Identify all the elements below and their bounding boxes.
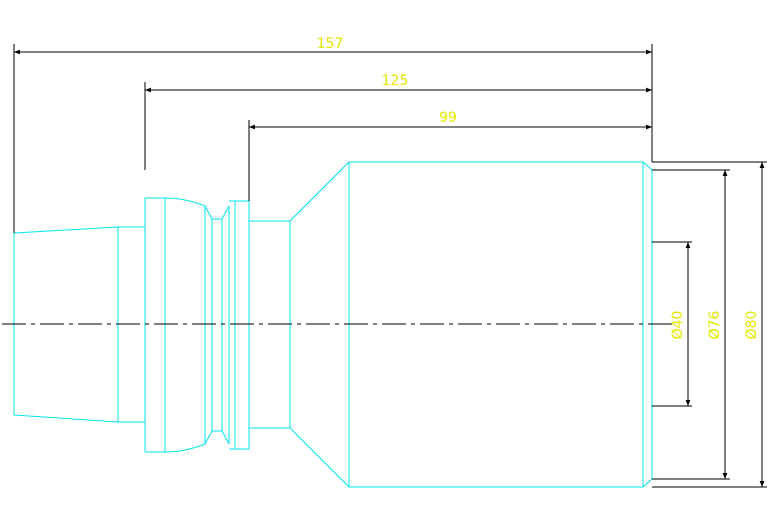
dim-text-157: 157 bbox=[317, 36, 344, 52]
horizontal-dimensions bbox=[14, 49, 652, 130]
dim-text-dia76: Ø76 bbox=[707, 310, 723, 339]
cone-transition bbox=[289, 161, 350, 488]
collar bbox=[144, 197, 206, 453]
dim-text-dia40: Ø40 bbox=[670, 311, 686, 340]
dim-text-dia80: Ø80 bbox=[744, 311, 760, 340]
dim-text-125: 125 bbox=[382, 73, 409, 89]
tapered-nose bbox=[13, 226, 145, 423]
dim-text-99: 99 bbox=[439, 110, 457, 126]
groove-section bbox=[204, 200, 250, 450]
extension-lines bbox=[13, 44, 767, 488]
vertical-dimensions bbox=[685, 162, 765, 487]
